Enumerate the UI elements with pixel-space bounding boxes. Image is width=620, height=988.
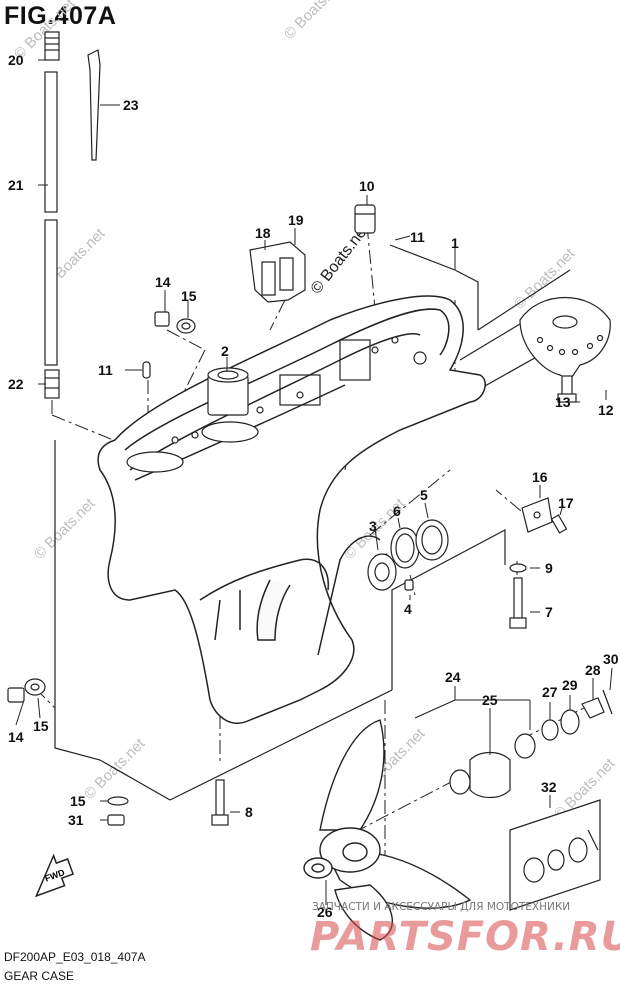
figure-reference-code: DF200AP_E03_018_407A (4, 950, 146, 964)
callout-6: 6 (393, 503, 401, 519)
callout-30: 30 (603, 651, 619, 667)
callout-14: 14 (155, 274, 171, 290)
callout-7: 7 (545, 604, 553, 620)
callout-3: 3 (369, 518, 377, 534)
callout-15: 15 (181, 288, 197, 304)
partner-watermark: ЗАПЧАСТИ И АКСЕССУАРЫ ДЛЯ МОТОТЕХНИКИ PA… (310, 901, 620, 960)
callout-4: 4 (404, 601, 412, 617)
leader-lines (15, 59, 613, 905)
callout-8: 8 (245, 804, 253, 820)
callout-11: 11 (98, 362, 113, 378)
callout-9: 9 (545, 560, 553, 576)
callout-19: 19 (288, 212, 304, 228)
callout-25: 25 (482, 692, 498, 708)
callout-12: 12 (598, 402, 614, 418)
clips (249, 204, 376, 303)
hub-kit (449, 689, 613, 799)
callout-27: 27 (542, 684, 558, 700)
callout-16: 16 (532, 469, 548, 485)
hardware (7, 311, 577, 826)
callout-23: 23 (123, 97, 139, 113)
figure-title: FIG.407A (4, 2, 117, 30)
callout-11: 11 (410, 229, 425, 245)
callout-28: 28 (585, 662, 601, 678)
callout-15: 15 (33, 718, 49, 734)
callout-20: 20 (8, 52, 24, 68)
callout-18: 18 (255, 225, 271, 241)
fwd-arrow: FWD (34, 853, 75, 898)
partner-tagline: ЗАПЧАСТИ И АКСЕССУАРЫ ДЛЯ МОТОТЕХНИКИ (312, 901, 570, 913)
water-tube-assembly (44, 31, 101, 399)
bearings (367, 519, 449, 591)
callout-29: 29 (562, 677, 578, 693)
callout-10: 10 (359, 178, 375, 194)
watermark: © Boats.net (281, 0, 349, 43)
callout-22: 22 (8, 376, 24, 392)
callout-5: 5 (420, 487, 428, 503)
partner-logo: PARTSFOR.RU (310, 914, 620, 960)
kit-32-box (509, 799, 601, 911)
watermark: © Boats.net (31, 495, 99, 563)
propeller (303, 719, 472, 941)
callout-13: 13 (555, 394, 571, 410)
callout-17: 17 (558, 495, 574, 511)
figure-name: GEAR CASE (4, 969, 75, 983)
callout-24: 24 (445, 669, 461, 685)
callout-2: 2 (221, 343, 229, 359)
callout-1: 1 (451, 235, 459, 251)
callout-26: 26 (317, 904, 333, 920)
callouts: 20 23 21 10 18 19 11 1 14 15 2 11 22 13 … (8, 52, 619, 920)
callout-15: 15 (70, 793, 86, 809)
anode-part-12 (519, 296, 611, 381)
callout-21: 21 (8, 177, 24, 193)
housing-top-details (126, 336, 427, 473)
gear-case-housing (97, 295, 486, 724)
callout-32: 32 (541, 779, 557, 795)
callout-31: 31 (68, 812, 84, 828)
callout-14: 14 (8, 729, 24, 745)
